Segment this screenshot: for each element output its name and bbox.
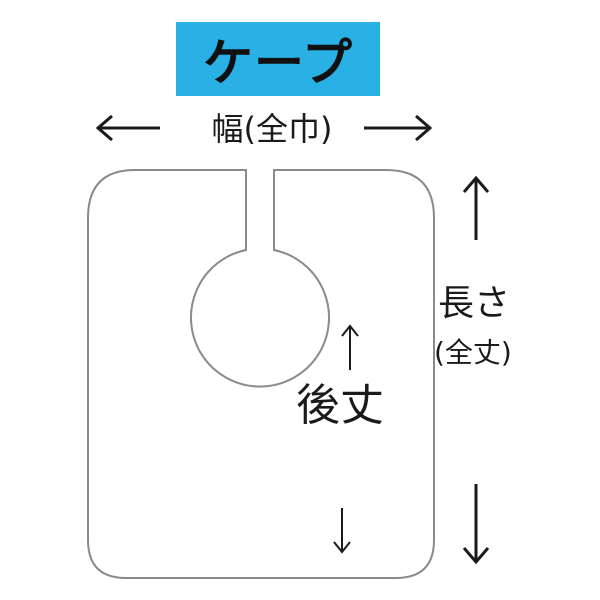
arrow-down-icon (462, 484, 490, 565)
back-length-label: 後丈 (296, 380, 384, 431)
arrow-right-icon (364, 114, 433, 142)
length-sub-label: (全丈) (434, 336, 512, 369)
length-label: 長さ (438, 283, 511, 324)
width-label: 幅(全巾) (211, 110, 333, 148)
arrow-up-icon (462, 175, 490, 240)
cape-outline (87, 169, 435, 579)
title-badge: ケープ (176, 22, 380, 96)
diagram-title: ケープ (203, 34, 353, 92)
arrow-left-icon (95, 114, 160, 142)
back-arrow-down-icon (333, 508, 351, 554)
back-arrow-up-icon (341, 324, 359, 370)
